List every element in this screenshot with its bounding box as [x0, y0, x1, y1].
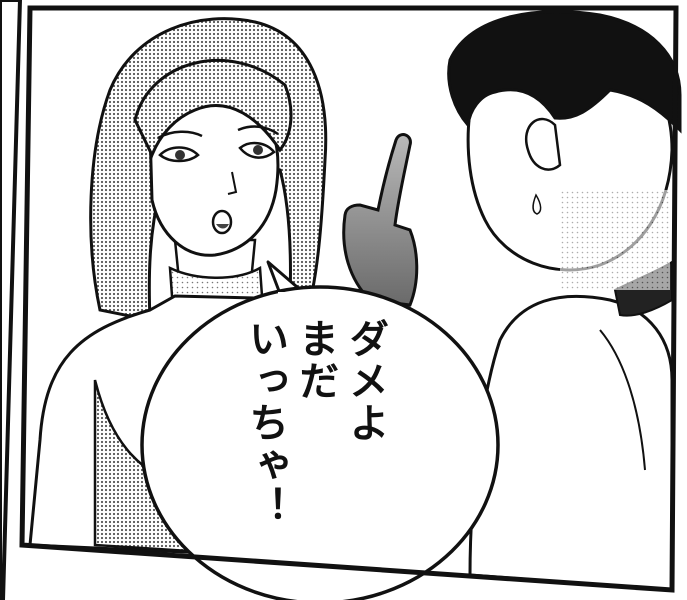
man-ear — [525, 117, 562, 171]
speech-text: ダメよ まだ いっちゃ！ — [242, 318, 390, 548]
woman-mouth — [211, 209, 233, 235]
woman-nose — [227, 171, 238, 195]
woman-left-pupil — [175, 150, 185, 160]
woman-right-brow — [237, 125, 279, 136]
speech-bubble — [140, 260, 500, 600]
man-shirt-fold — [599, 329, 646, 471]
speech-bubble-tail-cover — [278, 292, 314, 312]
woman-bangs — [133, 59, 293, 159]
speech-bubble-body — [140, 285, 500, 600]
man-hair — [447, 9, 682, 134]
man-figure — [447, 9, 682, 592]
main-panel — [19, 5, 682, 600]
left-panel-edge — [0, 0, 23, 600]
speech-line-2: まだ — [292, 318, 338, 402]
speech-line-1: ダメよ — [342, 318, 388, 444]
man-shading — [560, 190, 670, 290]
man-sweat-drop — [532, 193, 542, 215]
speech-line-3: いっちゃ！ — [242, 318, 288, 528]
woman-left-brow — [157, 130, 203, 140]
woman-mouth-inner — [216, 224, 229, 229]
woman-right-pupil — [253, 145, 263, 155]
panel-border — [19, 5, 679, 593]
